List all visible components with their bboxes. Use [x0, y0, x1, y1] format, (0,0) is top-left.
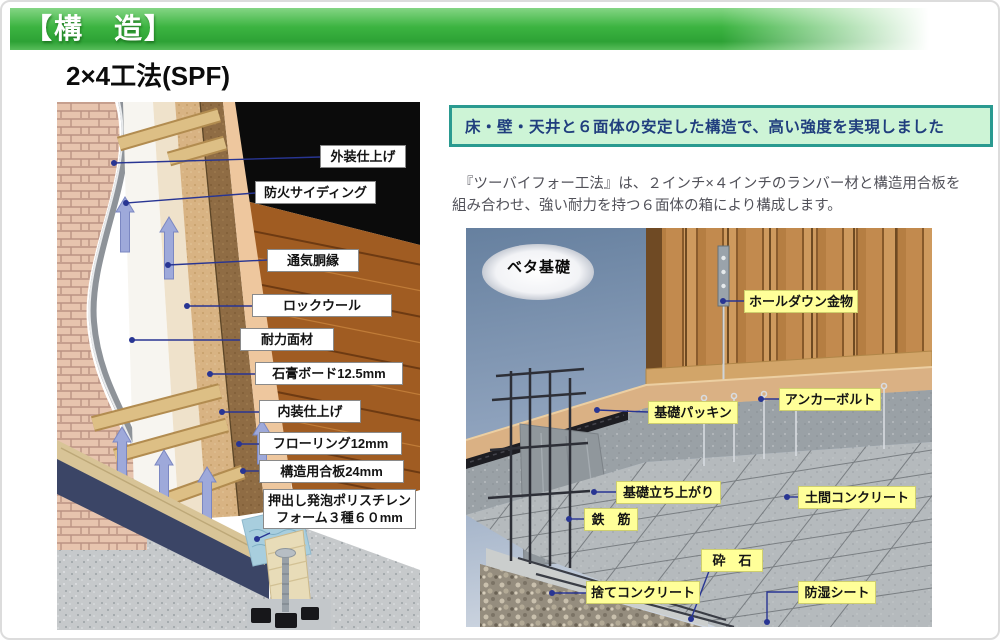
label-rock-wool: ロックウール	[252, 294, 392, 317]
label-anchor-bolt: アンカーボルト	[779, 388, 881, 411]
background-void	[232, 102, 420, 245]
label-structural-plywood: 構造用合板24mm	[259, 460, 404, 483]
header-bar: 【構 造】	[10, 8, 998, 50]
label-ventilation-furring: 通気胴縁	[267, 249, 359, 272]
page-title: 【構 造】	[24, 13, 175, 44]
label-exterior-finish: 外装仕上げ	[320, 145, 406, 168]
label-interior-finish: 内装仕上げ	[259, 400, 361, 423]
label-extruded-polystyrene-foam: 押出し発泡ポリスチレンフォーム３種６０mm	[263, 489, 416, 529]
anchor-screw	[275, 548, 296, 612]
foundation-wall	[466, 390, 932, 515]
label-crushed-stone: 砕 石	[701, 549, 763, 572]
label-leveling-concrete: 捨てコンクリート	[586, 581, 700, 604]
foundation-diagram: ベタ基礎 ホールダウン金物アンカーボルト基礎パッキン基礎立ち上がり 土間コンクリー…	[466, 228, 932, 627]
label-hold-down-hardware: ホールダウン金物	[744, 290, 858, 313]
highlight-box: 床・壁・天井と６面体の安定した構造で、高い強度を実現しました	[449, 105, 993, 147]
label-foundation-riser: 基礎立ち上がり	[616, 481, 721, 504]
label-rebar: 鉄 筋	[584, 508, 638, 531]
rebar-cage	[487, 367, 591, 568]
label-flooring: フローリング12mm	[259, 432, 402, 455]
badge-ellipse	[482, 244, 594, 300]
highlight-text: 床・壁・天井と６面体の安定した構造で、高い強度を実現しました	[465, 119, 945, 136]
description: 『ツーバイフォー工法』は、２インチ×４インチのランバー材と構造用合板を 組み合わ…	[452, 174, 997, 217]
wall-structure-diagram: 外装仕上げ防火サイディング通気胴縁ロックウール耐力面材石膏ボード12.5mm 内装…	[57, 102, 420, 630]
label-moisture-proof-sheet: 防湿シート	[798, 581, 876, 604]
gravel-part	[480, 564, 706, 627]
anchor-bolt-rods	[700, 382, 888, 466]
section-subtitle: 2×4工法(SPF)	[66, 61, 230, 91]
description-line2: 組み合わせ、強い耐力を持つ６面体の箱により構成します。	[452, 197, 842, 214]
label-foundation-packing: 基礎パッキン	[648, 401, 738, 424]
label-fireproof-siding: 防火サイディング	[255, 181, 376, 204]
foundation-type-badge: ベタ基礎	[506, 259, 571, 276]
description-line1: 『ツーバイフォー工法』は、２インチ×４インチのランバー材と構造用合板を	[459, 176, 961, 192]
gravel-part2	[480, 564, 706, 627]
foundation-illustration	[466, 228, 932, 627]
label-bearing-panel: 耐力面材	[240, 328, 334, 351]
wood-sill	[57, 440, 265, 565]
water-flashing	[57, 454, 269, 599]
foundation-packing-blocks	[251, 607, 319, 628]
label-gypsum-board: 石膏ボード12.5mm	[255, 362, 403, 385]
label-slab-concrete: 土間コンクリート	[798, 486, 916, 509]
